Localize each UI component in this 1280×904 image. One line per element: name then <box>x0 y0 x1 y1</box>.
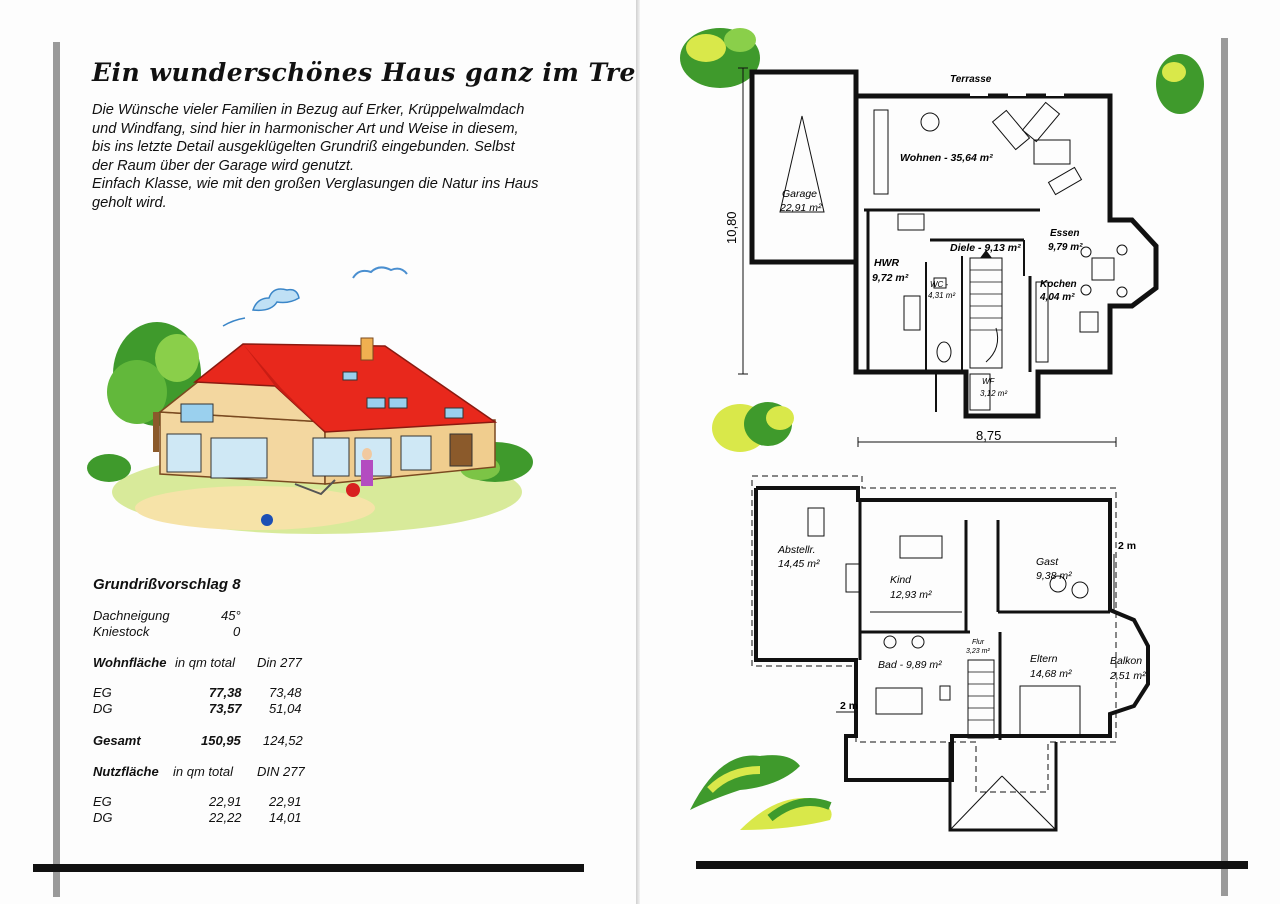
right-page: Terrasse Wohnen - 35,64 m² Garage 22,91 … <box>640 0 1280 904</box>
label-balkon: Balkon <box>1110 655 1142 667</box>
intro-text: Die Wünsche vieler Familien in Bezug auf… <box>92 101 592 213</box>
nutzflaeche-label: Nutzfläche <box>93 764 159 779</box>
row-total: 22,22 <box>209 810 242 825</box>
dimension-2m-right: 2 m <box>1118 540 1136 552</box>
tree-icon <box>680 28 760 88</box>
label-diele: Diele - 9,13 m² <box>950 242 1021 254</box>
label-terrasse: Terrasse <box>950 74 992 85</box>
wohnflaeche-din: Din 277 <box>257 655 302 670</box>
label-flur: Flur <box>972 639 985 646</box>
label-gast-area: 9,38 m² <box>1036 570 1072 582</box>
left-margin-bar <box>53 42 60 897</box>
row-din: 22,91 <box>269 794 302 809</box>
label-wc: WC - <box>930 280 949 289</box>
gesamt-total: 150,95 <box>201 733 241 748</box>
bottom-rule <box>33 864 584 872</box>
intro-line: bis ins letzte Detail ausgeklügelten Gru… <box>92 139 515 156</box>
row-total: 77,38 <box>209 685 242 700</box>
label-garage-area: 22,91 m² <box>779 202 822 214</box>
label-kind-area: 12,93 m² <box>890 589 932 601</box>
label-hwr: HWR <box>874 257 899 269</box>
row-label: EG <box>93 794 112 809</box>
gesamt-din: 124,52 <box>263 733 303 748</box>
section-title: Grundrißvorschlag 8 <box>93 576 241 593</box>
intro-line: Die Wünsche vieler Familien in Bezug auf… <box>92 102 525 118</box>
row-value: 45° <box>221 608 241 623</box>
tree-icon <box>690 755 832 830</box>
tree-icon <box>1156 54 1204 114</box>
label-garage: Garage <box>782 188 817 200</box>
row-din: 14,01 <box>269 810 302 825</box>
label-gast: Gast <box>1036 556 1059 568</box>
intro-line: und Windfang, sind hier in harmonischer … <box>92 120 519 137</box>
page-fold <box>636 0 640 904</box>
dimension-width: 8,75 <box>976 428 1001 443</box>
ground-floor-plan <box>738 67 1159 447</box>
nutzflaeche-unit: in qm total <box>173 764 233 779</box>
label-kind: Kind <box>890 574 912 586</box>
dimension-2m-left: 2 m <box>840 700 858 712</box>
row-label: Kniestock <box>93 624 150 639</box>
label-bad: Bad - 9,89 m² <box>878 659 942 671</box>
label-wf-area: 3,12 m² <box>980 389 1007 398</box>
label-wohnen: Wohnen - 35,64 m² <box>900 152 993 164</box>
label-abstell-area: 14,45 m² <box>778 558 820 570</box>
label-essen-area: 9,79 m² <box>1048 242 1083 253</box>
row-label: DG <box>93 701 113 716</box>
floor-plans: Terrasse Wohnen - 35,64 m² Garage 22,91 … <box>680 28 1204 832</box>
wohnflaeche-label: Wohnfläche <box>93 655 167 670</box>
row-total: 22,91 <box>209 794 242 809</box>
page-title: Ein wunderschönes Haus ganz im Trend. <box>92 58 682 87</box>
label-eltern-area: 14,68 m² <box>1030 668 1072 680</box>
row-din: 51,04 <box>269 701 302 716</box>
right-margin-bar <box>1221 38 1228 896</box>
label-essen: Essen <box>1050 228 1079 239</box>
label-flur-area: 3,23 m² <box>966 648 990 655</box>
label-kochen: Kochen <box>1040 279 1077 290</box>
row-label: Dachneigung <box>93 608 170 623</box>
tree-icon <box>712 402 794 452</box>
label-balkon-area: 2,51 m² <box>1109 670 1146 682</box>
intro-line: Einfach Klasse, wie mit den großen Vergl… <box>92 176 539 193</box>
label-wf: WF <box>982 377 996 386</box>
row-total: 73,57 <box>209 701 242 716</box>
label-hwr-area: 9,72 m² <box>872 272 909 284</box>
label-wc-area: 4,31 m² <box>928 291 955 300</box>
intro-line: geholt wird. <box>92 194 167 211</box>
label-abstell: Abstellr. <box>777 544 816 556</box>
left-page: Ein wunderschönes Haus ganz im Trend. Di… <box>0 0 681 904</box>
row-label: DG <box>93 810 113 825</box>
row-label: EG <box>93 685 112 700</box>
row-value: 0 <box>233 624 241 639</box>
house-illustration <box>87 266 533 534</box>
gesamt-label: Gesamt <box>93 733 141 748</box>
bottom-rule <box>696 861 1248 869</box>
label-eltern: Eltern <box>1030 653 1058 665</box>
wohnflaeche-unit: in qm total <box>175 655 235 670</box>
label-kochen-area: 4,04 m² <box>1039 292 1075 303</box>
nutzflaeche-din: DIN 277 <box>257 764 305 779</box>
intro-line: der Raum über der Garage wird genutzt. <box>92 157 355 174</box>
upper-floor-plan <box>751 475 1150 832</box>
dimension-height: 10,80 <box>724 211 739 244</box>
row-din: 73,48 <box>269 685 302 700</box>
